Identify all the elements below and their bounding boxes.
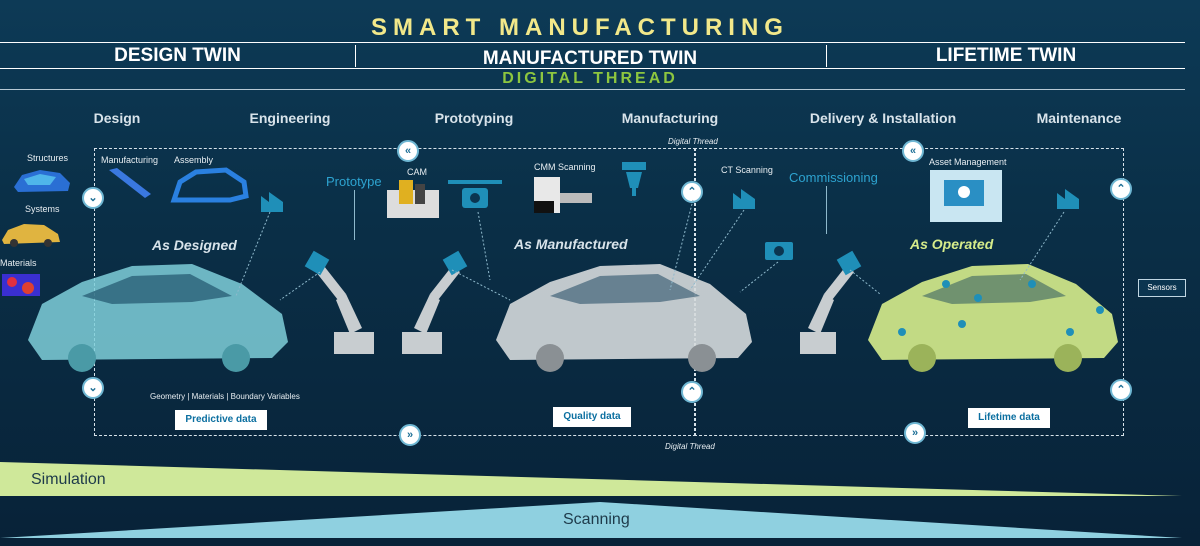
robot-arm-icon bbox=[402, 250, 468, 354]
forward-arrow-icon: » bbox=[904, 422, 926, 444]
forward-arrow-icon: » bbox=[399, 424, 421, 446]
rewind-arrow-icon: « bbox=[902, 140, 924, 162]
design-twin-header: DESIGN TWIN bbox=[114, 45, 241, 66]
divider-bottom bbox=[0, 89, 1185, 90]
car-body-as-manufactured-image bbox=[496, 264, 752, 372]
digital-thread-label-top: Digital Thread bbox=[668, 137, 718, 146]
scanning-label: Scanning bbox=[563, 511, 630, 528]
label-cmm-scanning: CMM Scanning bbox=[534, 162, 596, 172]
label-assembly: Assembly bbox=[174, 155, 214, 165]
simulation-label: Simulation bbox=[31, 471, 106, 488]
stage-engineering: Engineering bbox=[249, 110, 331, 126]
chevron-up-icon: ⌃ bbox=[681, 181, 703, 203]
predictive-data-box: Predictive data bbox=[175, 410, 267, 430]
label-structures: Structures bbox=[27, 153, 69, 163]
structures-thumbnail-image bbox=[14, 170, 70, 192]
nozzle-icon bbox=[622, 162, 646, 196]
divider-middle bbox=[0, 68, 1185, 69]
part-thumbnail-image bbox=[109, 168, 151, 198]
stage-design: Design bbox=[93, 110, 141, 126]
camera-icon bbox=[765, 242, 793, 260]
gauge-icon bbox=[1057, 189, 1079, 209]
stage-delivery-installation: Delivery & Installation bbox=[809, 110, 957, 126]
label-as-manufactured: As Manufactured bbox=[514, 236, 628, 252]
stage-maintenance: Maintenance bbox=[1036, 110, 1122, 126]
stage-manufacturing: Manufacturing bbox=[621, 110, 719, 126]
chevron-up-icon: ⌃ bbox=[1110, 178, 1132, 200]
car-body-as-designed-image bbox=[28, 264, 288, 372]
label-commissioning: Commissioning bbox=[789, 170, 878, 185]
materials-thumbnail-image bbox=[2, 274, 40, 296]
systems-car-image bbox=[2, 224, 60, 247]
label-systems: Systems bbox=[25, 204, 60, 214]
manufactured-twin-header: MANUFACTURED TWIN bbox=[482, 48, 698, 69]
quality-data-box: Quality data bbox=[553, 407, 631, 427]
cmm-scanning-image bbox=[534, 177, 592, 213]
assembly-thumbnail-image bbox=[170, 167, 249, 203]
label-as-designed: As Designed bbox=[152, 237, 237, 253]
sensors-label: Sensors bbox=[1138, 279, 1186, 297]
rewind-arrow-icon: « bbox=[397, 140, 419, 162]
chevron-up-icon: ⌃ bbox=[681, 381, 703, 403]
label-ct-scanning: CT Scanning bbox=[721, 165, 773, 175]
gauge-icon bbox=[261, 192, 283, 212]
asset-management-image bbox=[930, 170, 1002, 222]
lifetime-twin-header: LIFETIME TWIN bbox=[935, 45, 1077, 66]
gauge-icon bbox=[733, 189, 755, 209]
chevron-down-icon: ⌄ bbox=[82, 377, 104, 399]
digital-thread-header: DIGITAL THREAD bbox=[502, 70, 678, 87]
stage-prototyping: Prototyping bbox=[434, 110, 514, 126]
divider-top bbox=[0, 42, 1185, 43]
lifetime-data-box: Lifetime data bbox=[968, 408, 1050, 428]
label-materials: Materials bbox=[0, 258, 37, 268]
digital-thread-label-bottom: Digital Thread bbox=[665, 442, 715, 451]
label-prototype: Prototype bbox=[326, 174, 382, 189]
label-asset-management: Asset Management bbox=[929, 157, 1007, 167]
label-manufacturing-small: Manufacturing bbox=[101, 155, 159, 165]
chevron-up-icon: ⌃ bbox=[1110, 379, 1132, 401]
label-as-operated: As Operated bbox=[910, 236, 994, 252]
cam-machine-image bbox=[387, 180, 439, 218]
commissioning-line bbox=[826, 186, 827, 234]
robot-arm-icon bbox=[800, 250, 862, 354]
label-cam: CAM bbox=[407, 167, 427, 177]
label-geometry-materials: Geometry | Materials | Boundary Variable… bbox=[150, 392, 300, 401]
page-title: SMART MANUFACTURING bbox=[371, 14, 789, 41]
prototype-line bbox=[354, 190, 355, 240]
twin-separator-2 bbox=[826, 45, 827, 67]
simulation-scanning-bars bbox=[0, 462, 1182, 538]
twin-separator-1 bbox=[355, 45, 356, 67]
drone-camera-icon bbox=[448, 180, 502, 208]
robot-arm-icon bbox=[304, 250, 374, 354]
car-body-as-operated-image bbox=[868, 264, 1118, 372]
chevron-down-icon: ⌄ bbox=[82, 187, 104, 209]
